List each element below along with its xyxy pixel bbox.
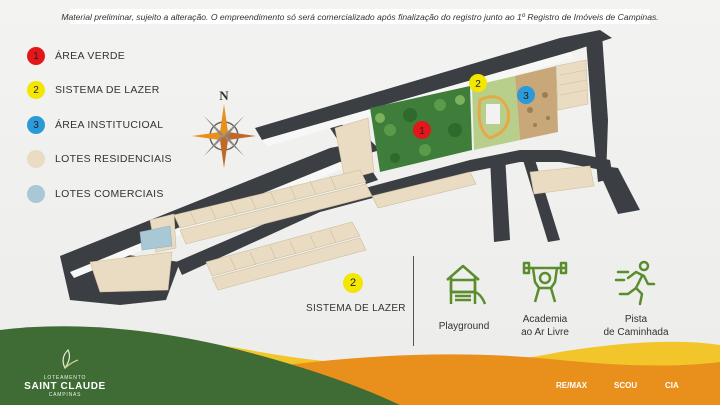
partner-logo-scou: SCOU <box>614 381 638 390</box>
amenity-label-pista: Pista de Caminhada <box>591 313 681 339</box>
amenity-line: Playground <box>438 321 490 332</box>
map-marker-2: 2 <box>469 74 487 92</box>
legend-marker-3: 3 <box>27 116 45 134</box>
amenity-label-academia: Academia ao Ar Livre <box>500 313 590 339</box>
amenity-line: de Caminhada <box>603 327 669 338</box>
legend-item-area-verde: 1 ÁREA VERDE <box>27 47 125 65</box>
running-icon <box>614 260 658 306</box>
brand-line-3: CAMPINAS <box>48 392 82 398</box>
brand-logo: LOTEAMENTO SAINT CLAUDE CAMPINAS <box>20 348 110 398</box>
divider <box>413 256 414 346</box>
legend-label: ÁREA INSTITUCIOAL <box>55 119 164 131</box>
map-marker-3-label: 3 <box>523 91 529 102</box>
leisure-marker: 2 <box>343 273 363 293</box>
legend-swatch-residential <box>27 150 45 168</box>
playground-icon <box>441 262 487 306</box>
amenity-line: Pista <box>624 314 648 325</box>
leaf-logo-icon <box>62 348 79 370</box>
legend-item-sistema-de-lazer: 2 SISTEMA DE LAZER <box>27 81 160 99</box>
footer-waves <box>0 326 720 405</box>
compass-north-label: N <box>219 88 229 103</box>
amenity-line: Academia <box>522 314 568 325</box>
lot-dividers <box>189 69 588 271</box>
legend-item-lotes-comerciais: LOTES COMERCIAIS <box>27 185 164 203</box>
brand-line-2: SAINT CLAUDE <box>24 381 106 392</box>
disclaimer-banner: Material preliminar, sujeito a alteração… <box>61 9 659 24</box>
leisure-area <box>472 76 520 150</box>
leisure-title: SISTEMA DE LAZER <box>306 303 406 314</box>
map-marker-2-label: 2 <box>475 79 481 90</box>
residential-lots <box>89 59 595 293</box>
legend-label: LOTES RESIDENCIAIS <box>55 153 172 165</box>
legend-marker-1: 1 <box>27 47 45 65</box>
amenity-line: ao Ar Livre <box>521 327 569 338</box>
partner-logo-cia: CIA <box>665 381 679 390</box>
legend-swatch-commercial <box>27 185 45 203</box>
map-marker-3: 3 <box>517 86 535 104</box>
partner-logo-remax: RE/MAX <box>556 381 588 390</box>
commercial-lot <box>139 225 173 251</box>
legend-marker-2: 2 <box>27 81 45 99</box>
compass-rose-icon: N <box>192 86 256 172</box>
weightlifting-icon <box>521 260 569 306</box>
map-marker-1-label: 1 <box>419 126 425 137</box>
legend-label: SISTEMA DE LAZER <box>55 84 160 96</box>
institutional-area <box>515 66 558 140</box>
brand-line-1: LOTEAMENTO <box>43 375 87 381</box>
legend-label: LOTES COMERCIAIS <box>55 188 164 200</box>
map-marker-1: 1 <box>413 121 431 139</box>
legend-label: ÁREA VERDE <box>55 50 126 62</box>
legend-item-lotes-residenciais: LOTES RESIDENCIAIS <box>27 150 172 168</box>
legend-item-area-institucional: 3 ÁREA INSTITUCIOAL <box>27 116 163 134</box>
amenity-label-playground: Playground <box>419 320 509 333</box>
